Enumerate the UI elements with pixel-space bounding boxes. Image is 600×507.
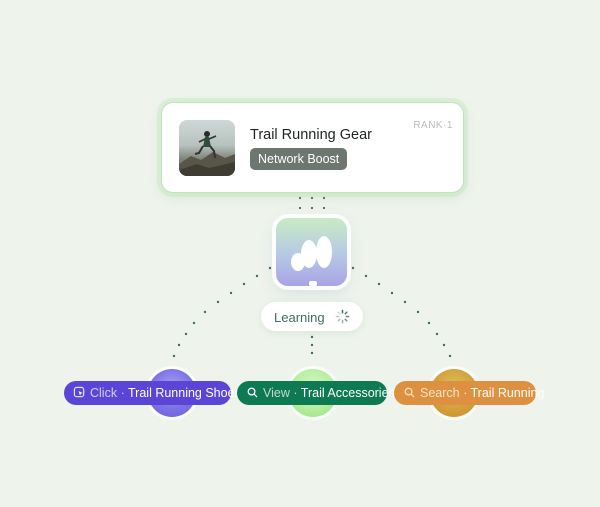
cursor-click-icon <box>73 386 85 398</box>
signal-verb: View <box>263 386 290 400</box>
product-image <box>179 120 235 176</box>
signal-term: Trail Running Shoes <box>128 386 241 400</box>
signal-verb: Click <box>90 386 118 400</box>
signal-verb: Search <box>420 386 460 400</box>
search-icon <box>247 387 258 398</box>
learning-label: Learning <box>274 310 325 325</box>
signal-term: Trail Accessories <box>300 386 395 400</box>
rank-label: RANK·1 <box>413 120 453 131</box>
signal-pill-search[interactable]: Search · Trail Running <box>394 381 544 405</box>
product-title: Trail Running Gear <box>250 127 372 143</box>
network-boost-badge: Network Boost <box>250 148 348 170</box>
signal-pill-click[interactable]: Click · Trail Running Shoes <box>64 381 241 405</box>
engine-logo-icon <box>276 218 347 286</box>
product-card[interactable]: Trail Running Gear Network Boost RANK·1 <box>161 102 464 193</box>
loading-spinner-icon <box>335 309 350 324</box>
search-icon <box>404 387 415 398</box>
signal-pill-view[interactable]: View · Trail Accessories <box>237 381 395 405</box>
learning-status: Learning <box>261 302 363 331</box>
signal-term: Trail Running <box>470 386 545 400</box>
